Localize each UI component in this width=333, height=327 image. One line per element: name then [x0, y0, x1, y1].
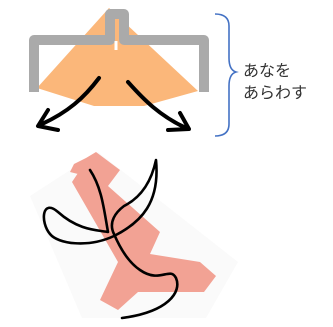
annotation-line-1: あなを: [243, 61, 292, 80]
gray-bracket: [29, 9, 209, 92]
curly-brace: [214, 13, 239, 137]
left-arrow: [40, 76, 101, 126]
hole-shape: [37, 8, 198, 106]
left-arrow-head: [36, 108, 60, 132]
scribble-line: [42, 158, 179, 320]
pink-arm: [72, 152, 216, 310]
annotation-text: あなを あらわす: [243, 60, 307, 104]
annotation-line-2: あらわす: [243, 83, 308, 102]
right-arrow-head: [166, 111, 191, 132]
arm-fingers: [70, 158, 86, 174]
right-arrow: [126, 80, 188, 130]
